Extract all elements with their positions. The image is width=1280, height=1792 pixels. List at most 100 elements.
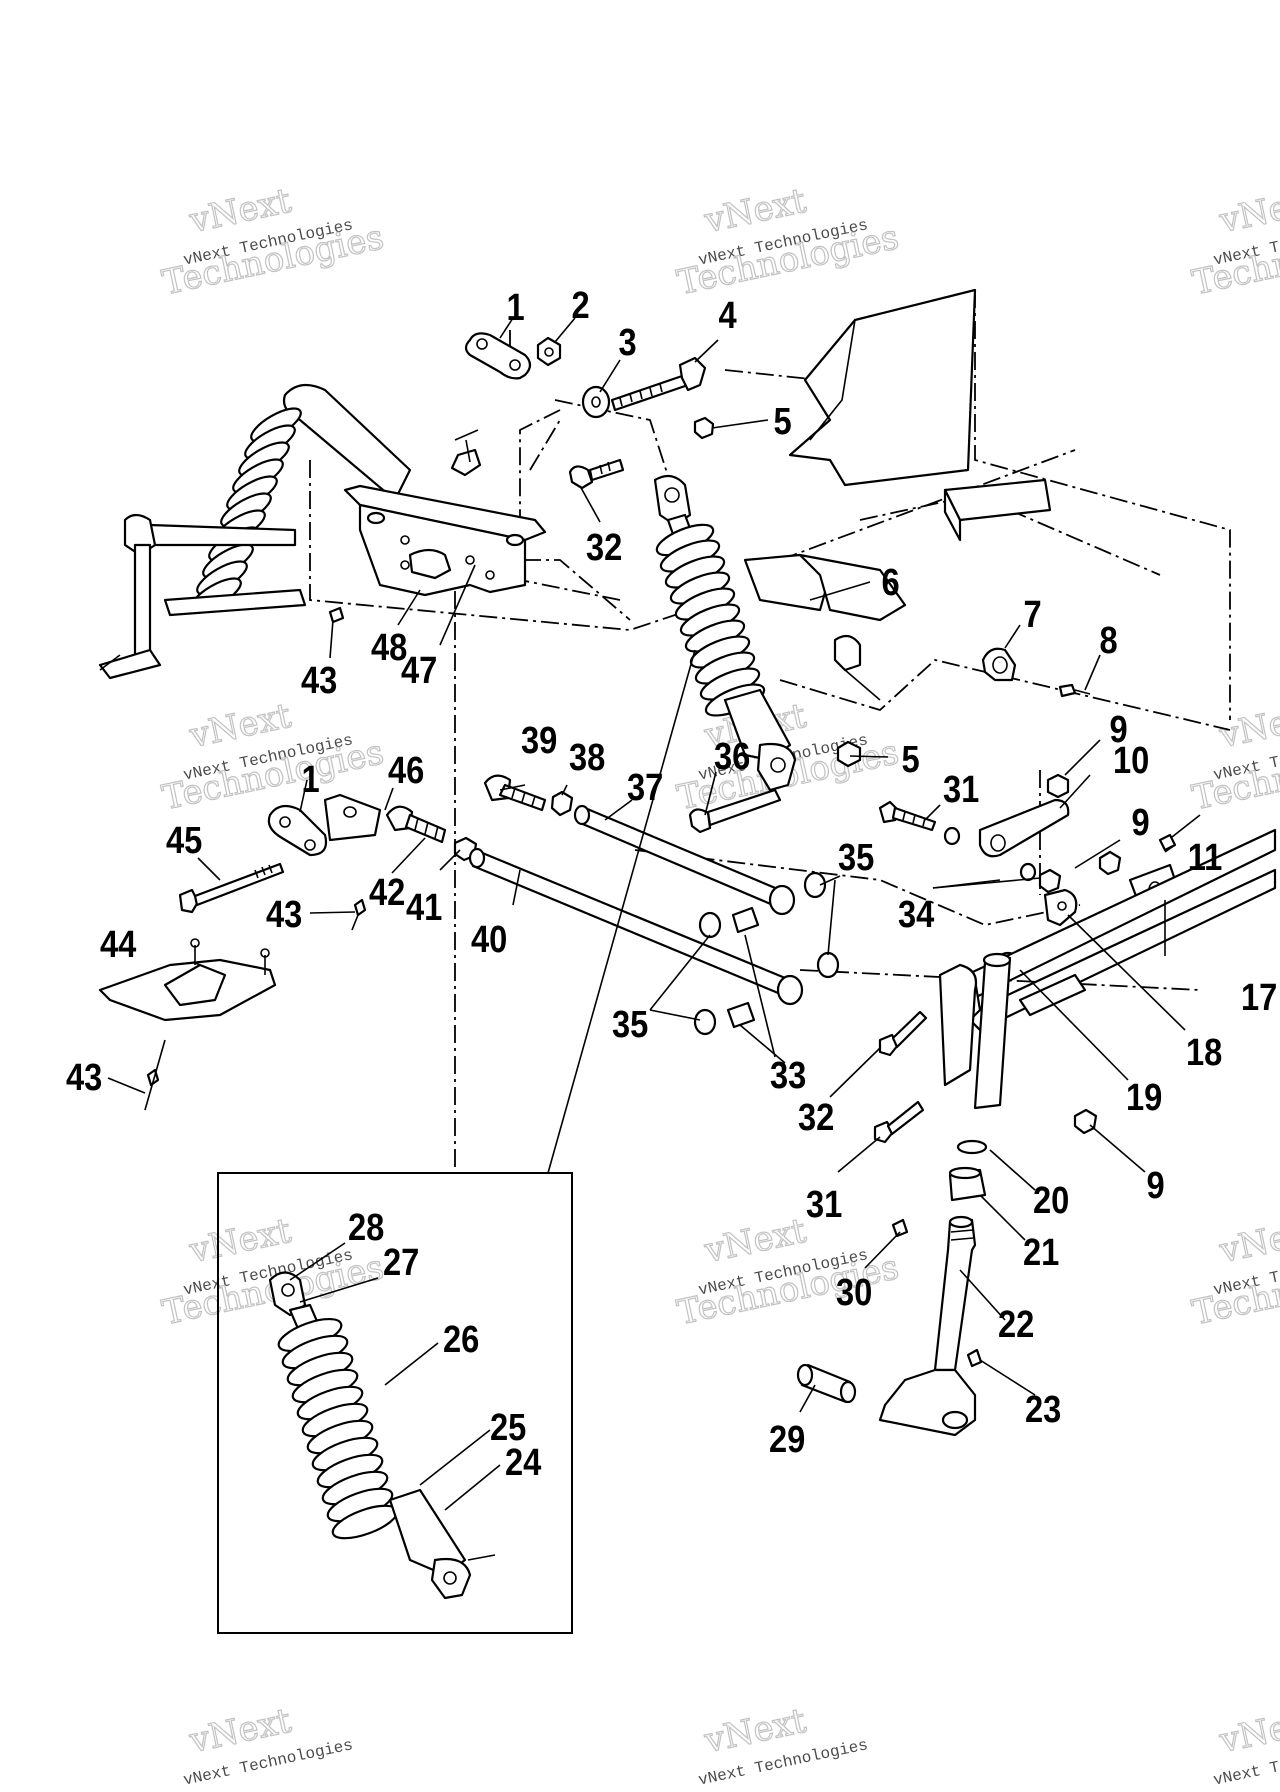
callout-17: 17 bbox=[1241, 976, 1277, 1019]
callout-25: 25 bbox=[490, 1406, 526, 1449]
watermark: vNext vNext Technologies Technologies bbox=[158, 695, 388, 819]
lower-a-arm bbox=[938, 828, 1277, 1110]
callout-38: 38 bbox=[569, 736, 605, 779]
callout-20: 20 bbox=[1033, 1179, 1069, 1222]
part-32-lower-bolt bbox=[878, 1010, 928, 1057]
callout-46: 46 bbox=[388, 749, 424, 792]
part-22-spindle bbox=[878, 1215, 977, 1437]
callout-45: 45 bbox=[166, 819, 202, 862]
part-8-fitting bbox=[1058, 683, 1091, 698]
svg-text:vNext: vNext bbox=[1215, 696, 1280, 757]
callout-7: 7 bbox=[1023, 593, 1041, 636]
callout-6: 6 bbox=[881, 561, 899, 604]
callout-43: 43 bbox=[301, 659, 337, 702]
callout-1: 1 bbox=[506, 286, 524, 329]
part-21-bushing bbox=[948, 1166, 987, 1202]
callout-10: 10 bbox=[1113, 739, 1149, 782]
part-43-fittings bbox=[144, 606, 367, 1111]
callout-28: 28 bbox=[348, 1206, 384, 1249]
callout-23: 23 bbox=[1025, 1388, 1061, 1431]
callout-29: 29 bbox=[769, 1418, 805, 1461]
callout-9b: 9 bbox=[1131, 801, 1149, 844]
shock-absorber bbox=[653, 474, 797, 792]
leader-lines bbox=[107, 317, 1186, 1511]
callout-44: 44 bbox=[100, 923, 137, 966]
watermark: vNext vNext Technologies Technologies bbox=[1188, 695, 1280, 819]
watermark: vNext vNext Technologies Technologies bbox=[1188, 1210, 1280, 1334]
callout-11: 11 bbox=[1188, 836, 1223, 879]
inset-shock bbox=[268, 1271, 496, 1600]
part-1-link-plate bbox=[464, 332, 532, 380]
watermark: vNext vNext Technologies bbox=[697, 1700, 870, 1790]
part-31-bolt bbox=[878, 800, 937, 832]
part-2-nut bbox=[536, 336, 562, 367]
part-18-plate bbox=[1043, 888, 1078, 927]
callout-21: 21 bbox=[1023, 1231, 1059, 1274]
part-33-sleeves bbox=[726, 906, 760, 1029]
callout-43b: 43 bbox=[266, 893, 302, 936]
callout-33: 33 bbox=[770, 1054, 806, 1097]
callout-4: 4 bbox=[719, 294, 737, 337]
callout-19: 19 bbox=[1126, 1076, 1162, 1119]
callout-41: 41 bbox=[406, 886, 442, 929]
part-31-lower-bolt bbox=[873, 1100, 925, 1144]
part-35-bushings bbox=[693, 871, 840, 1036]
callout-3: 3 bbox=[618, 321, 636, 364]
left-suspension bbox=[98, 383, 412, 680]
callout-5: 5 bbox=[773, 400, 791, 443]
watermark: vNext vNext Technologies bbox=[182, 1700, 355, 1790]
callout-24: 24 bbox=[505, 1441, 542, 1484]
callout-37: 37 bbox=[627, 766, 663, 809]
part-40-tube bbox=[468, 847, 804, 1006]
callout-5b: 5 bbox=[901, 738, 919, 781]
watermark: vNext vNext Technologies Technologies bbox=[158, 180, 388, 304]
callout-2: 2 bbox=[571, 284, 589, 327]
callout-43c: 43 bbox=[66, 1056, 102, 1099]
svg-text:vNext: vNext bbox=[1215, 1211, 1280, 1272]
callout-39: 39 bbox=[521, 719, 557, 762]
callout-32: 32 bbox=[586, 526, 622, 569]
part-7-bushing bbox=[981, 647, 1017, 682]
part-5-nut bbox=[693, 416, 715, 440]
callout-35: 35 bbox=[838, 836, 874, 879]
callout-31b: 31 bbox=[806, 1183, 842, 1226]
part-4-bolt bbox=[610, 356, 707, 412]
watermark: vNext vNext Technologies Technologies bbox=[1188, 180, 1280, 304]
part-37-tube bbox=[573, 804, 796, 916]
callout-31: 31 bbox=[943, 768, 979, 811]
part-9-lower-nut bbox=[1073, 1108, 1098, 1135]
callout-27: 27 bbox=[383, 1241, 419, 1284]
callout-labels: 1 2 3 4 5 32 6 7 8 9 10 43 48 47 39 38 3… bbox=[66, 284, 1277, 1484]
callout-34: 34 bbox=[898, 893, 935, 936]
part-30-fitting bbox=[891, 1218, 909, 1238]
watermark: vNext vNext Technologies bbox=[1212, 1700, 1280, 1790]
callout-18: 18 bbox=[1186, 1031, 1222, 1074]
shock-mount-bracket bbox=[343, 429, 547, 597]
part-3-washer bbox=[581, 385, 611, 419]
part-45-bolt bbox=[178, 862, 285, 914]
callout-8: 8 bbox=[1099, 619, 1117, 662]
svg-text:vNext: vNext bbox=[1215, 181, 1280, 242]
inset-spring bbox=[277, 1317, 399, 1540]
part-34-washer bbox=[943, 826, 1037, 882]
part-20-washer bbox=[956, 1139, 988, 1155]
callout-26: 26 bbox=[443, 1318, 479, 1361]
callout-40: 40 bbox=[471, 918, 507, 961]
part-39-rod-end bbox=[483, 774, 547, 812]
part-5-lower-nut bbox=[836, 740, 862, 768]
part-38-nut bbox=[550, 790, 574, 817]
callout-47: 47 bbox=[401, 649, 437, 692]
callout-42: 42 bbox=[369, 871, 405, 914]
left-spring bbox=[190, 407, 302, 613]
inset-box bbox=[217, 1172, 573, 1634]
part-23-fitting bbox=[966, 1348, 983, 1368]
callout-36: 36 bbox=[714, 735, 750, 778]
watermark: vNext vNext Technologies Technologies bbox=[673, 180, 903, 304]
part-1-lower-link bbox=[267, 793, 382, 857]
callout-9: 9 bbox=[1109, 708, 1127, 751]
callout-22: 22 bbox=[998, 1303, 1034, 1346]
part-10-bracket bbox=[978, 798, 1070, 858]
shock-spring bbox=[655, 523, 766, 717]
part-29-pin bbox=[796, 1363, 857, 1404]
